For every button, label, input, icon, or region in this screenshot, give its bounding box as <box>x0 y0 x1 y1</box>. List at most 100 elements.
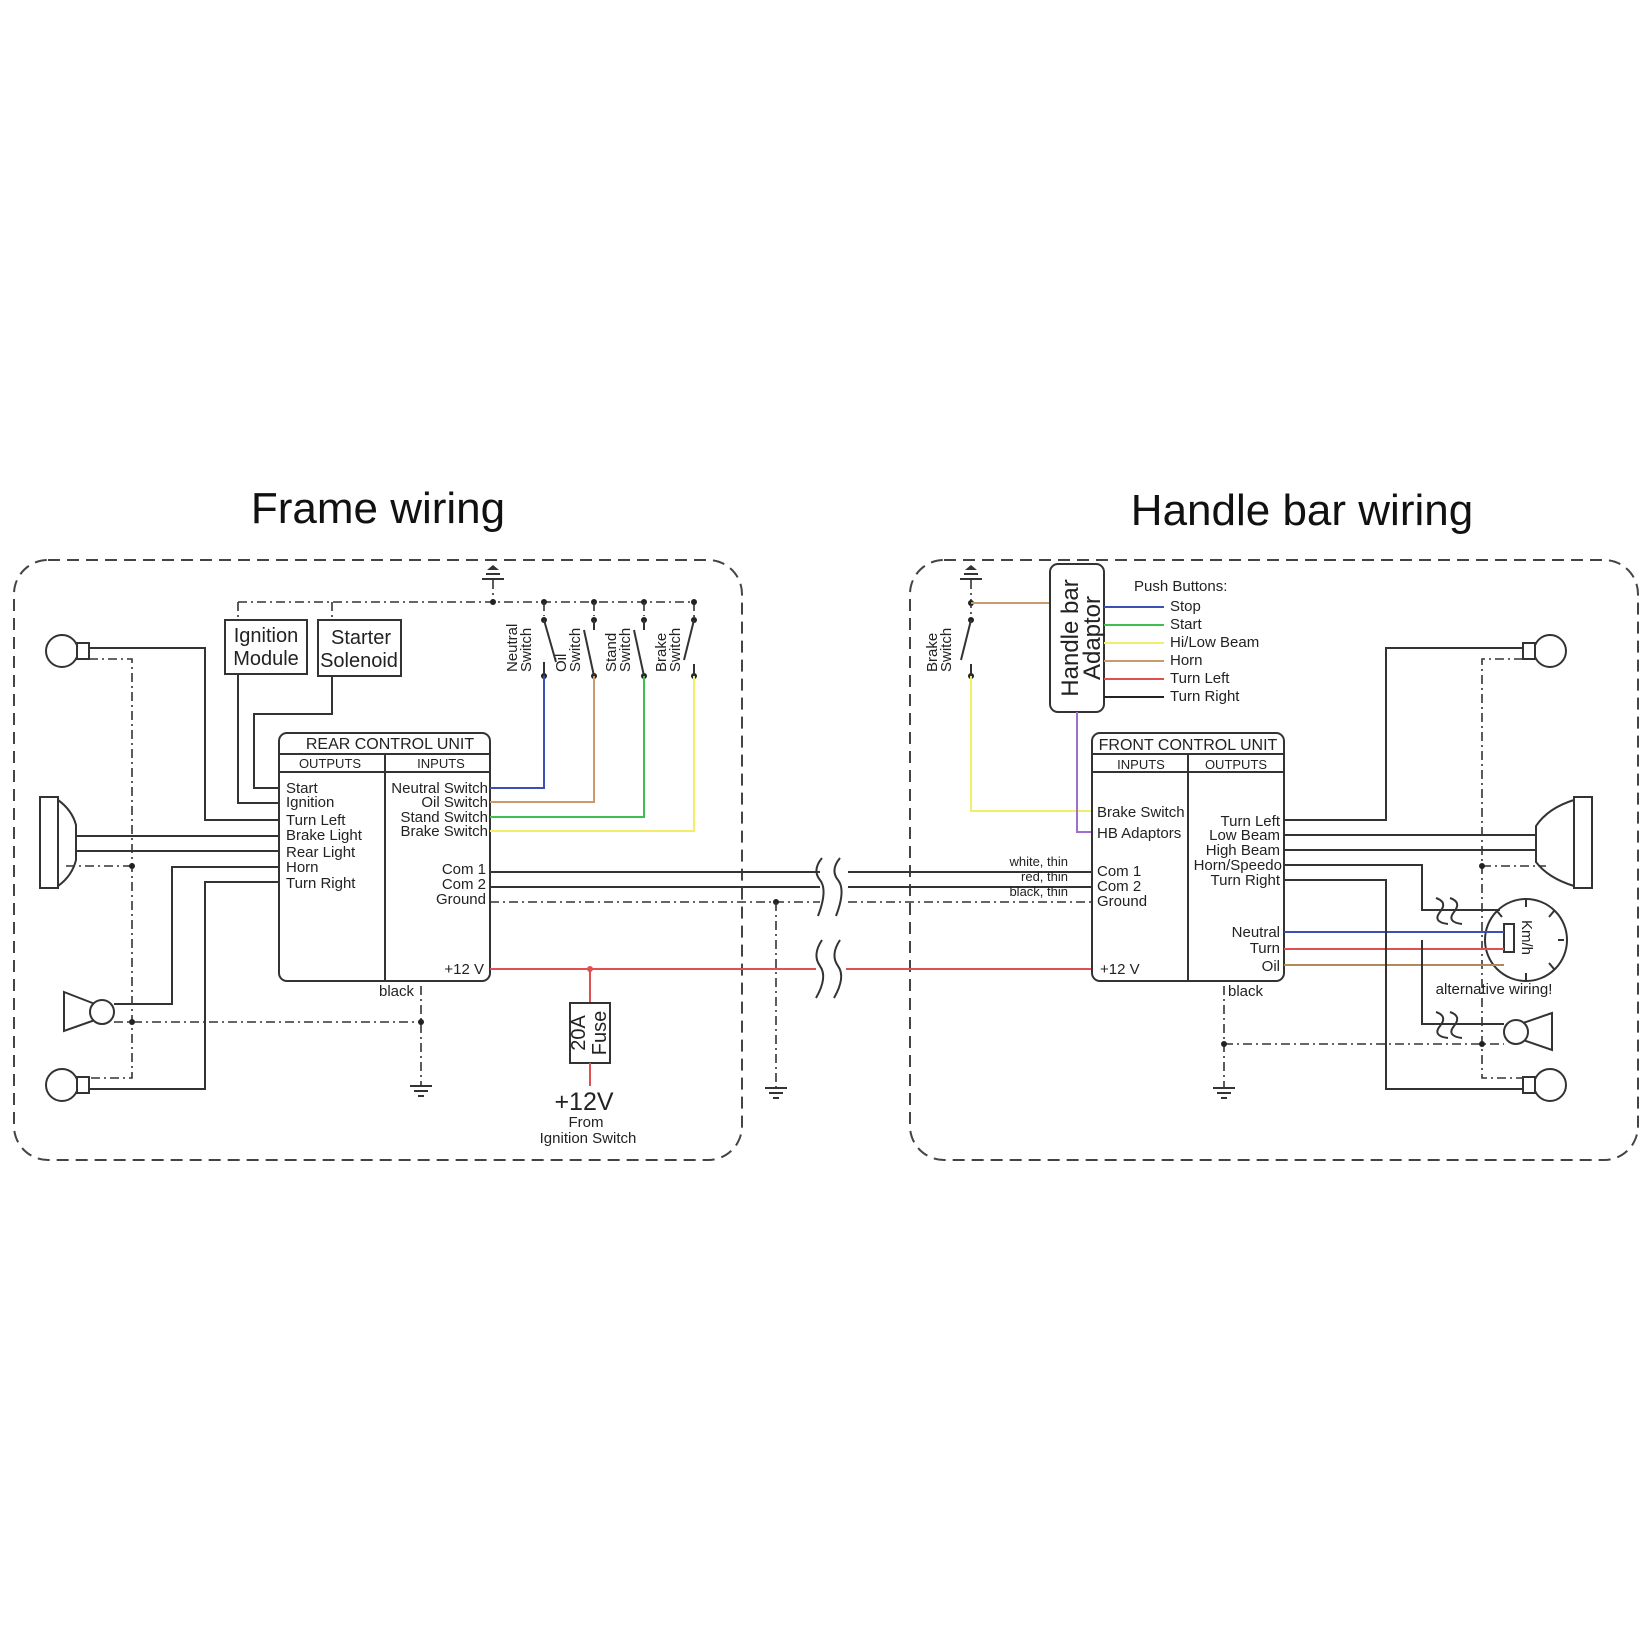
svg-text:Adaptor: Adaptor <box>1079 596 1106 680</box>
handlebar-brake-switch <box>960 617 974 679</box>
svg-text:Brake Switch: Brake Switch <box>400 823 488 840</box>
svg-text:Neutral: Neutral <box>504 624 521 672</box>
handlebar-ground-icon <box>960 565 982 580</box>
svg-text:+12 V: +12 V <box>1100 961 1140 978</box>
svg-text:Start: Start <box>286 780 319 797</box>
rear-unit-title: REAR CONTROL UNIT <box>306 736 475 753</box>
handlebar-brake-wire <box>970 676 1092 812</box>
brake-wire <box>490 676 695 832</box>
svg-text:Handle bar: Handle bar <box>1057 579 1084 696</box>
stand-wire <box>490 676 645 818</box>
front-outputs-header: OUTPUTS <box>1205 757 1267 772</box>
speedometer-gauge: Km/h <box>1484 898 1568 982</box>
stand-switch <box>633 617 647 679</box>
svg-text:Fuse: Fuse <box>589 1011 611 1055</box>
rear-turn-right-lamp <box>45 1068 90 1102</box>
adaptor-wire <box>1076 712 1092 833</box>
bus-wire-white: white, thin <box>1008 854 1068 869</box>
oil-switch <box>583 617 597 679</box>
svg-text:Switch: Switch <box>617 628 634 672</box>
svg-text:Ignition: Ignition <box>234 625 299 647</box>
svg-text:20A: 20A <box>568 1015 590 1051</box>
front-turn-left-lamp <box>1522 634 1567 668</box>
handlebar-wiring-title: Handle bar wiring <box>1131 486 1473 535</box>
svg-text:Module: Module <box>233 648 299 670</box>
svg-text:Switch: Switch <box>567 628 584 672</box>
front-ground-icon <box>1213 1087 1235 1099</box>
speedo-unit-label: Km/h <box>1518 920 1535 955</box>
tail-light <box>39 796 77 889</box>
rear-ground-label: black <box>379 983 415 1000</box>
rear-inputs-header: INPUTS <box>417 756 465 771</box>
svg-text:High Beam: High Beam <box>1206 842 1280 859</box>
front-horn <box>1503 1011 1553 1052</box>
fuse-20a: 20A Fuse <box>568 1002 611 1064</box>
bus-ground-icon <box>765 1087 787 1099</box>
svg-text:Oil: Oil <box>1262 958 1280 975</box>
svg-text:Com 1: Com 1 <box>442 861 486 878</box>
rear-outputs-header: OUTPUTS <box>299 756 361 771</box>
svg-text:Neutral: Neutral <box>1232 924 1280 941</box>
svg-text:Switch: Switch <box>518 628 535 672</box>
frame-wiring-title: Frame wiring <box>251 484 505 533</box>
bus-wire-red: red, thin <box>1021 869 1068 884</box>
frame-ground-rail <box>238 601 695 618</box>
svg-text:Ground: Ground <box>1097 893 1147 910</box>
svg-text:Turn Left: Turn Left <box>286 812 346 829</box>
svg-text:Solenoid: Solenoid <box>320 650 398 672</box>
supply-source-ignition: Ignition Switch <box>540 1130 637 1147</box>
svg-text:HB Adaptors: HB Adaptors <box>1097 825 1181 842</box>
svg-text:Turn Left: Turn Left <box>1221 813 1281 830</box>
push-button-start: Start <box>1170 616 1203 633</box>
svg-text:Turn Right: Turn Right <box>1211 872 1281 889</box>
alternative-wiring-note: alternative wiring! <box>1436 981 1553 998</box>
rear-ground-icon <box>410 1085 432 1097</box>
svg-text:Turn Right: Turn Right <box>286 875 356 892</box>
push-button-turn-left: Turn Left <box>1170 670 1230 687</box>
bus-wire-black: black, thin <box>1009 884 1068 899</box>
supply-voltage: +12V <box>554 1088 613 1116</box>
svg-text:Ground: Ground <box>436 891 486 908</box>
stand-switch-label: Stand Switch <box>603 628 634 672</box>
chassis-ground-icon <box>482 565 504 580</box>
front-inputs-header: INPUTS <box>1117 757 1165 772</box>
svg-text:Com 2: Com 2 <box>442 876 486 893</box>
bus-wires: white, thin red, thin black, thin <box>490 854 1092 1099</box>
push-buttons-title: Push Buttons: <box>1134 578 1227 595</box>
frame-wiring-border <box>13 559 743 1161</box>
neutral-switch <box>541 617 557 679</box>
svg-text:Oil: Oil <box>553 654 570 672</box>
headlight <box>1535 796 1593 889</box>
handlebar-wiring-section: Brake Switch Handle bar Adaptor Push But… <box>924 563 1593 1102</box>
svg-text:Com 1: Com 1 <box>1097 863 1141 880</box>
svg-text:Stand Switch: Stand Switch <box>400 809 488 826</box>
neutral-switch-label: Neutral Switch <box>504 624 535 672</box>
horn <box>63 990 115 1033</box>
handlebar-adaptor: Handle bar Adaptor <box>1049 563 1106 713</box>
svg-text:Switch: Switch <box>667 628 684 672</box>
svg-text:Brake Switch: Brake Switch <box>1097 804 1185 821</box>
rear-turn-left-lamp <box>45 634 90 668</box>
svg-text:Low Beam: Low Beam <box>1209 827 1280 844</box>
svg-text:Turn: Turn <box>1250 940 1280 957</box>
svg-text:Horn/Speedo: Horn/Speedo <box>1194 857 1282 874</box>
starter-solenoid: Starter Solenoid <box>317 619 402 677</box>
svg-text:Oil Switch: Oil Switch <box>421 794 488 811</box>
svg-text:Stand: Stand <box>603 633 620 672</box>
oil-switch-label: Oil Switch <box>553 628 584 672</box>
svg-text:Neutral Switch: Neutral Switch <box>391 780 488 797</box>
front-ground-label: black <box>1228 983 1264 1000</box>
frame-wiring-section: Neutral Switch Oil Switch Stand Switch B… <box>39 565 816 1147</box>
svg-text:Starter: Starter <box>331 627 391 649</box>
svg-text:Brake: Brake <box>653 633 670 672</box>
front-control-unit: FRONT CONTROL UNIT INPUTS OUTPUTS Brake … <box>1091 732 1285 982</box>
svg-text:Com 2: Com 2 <box>1097 878 1141 895</box>
oil-wire <box>490 676 595 803</box>
svg-text:Rear Light: Rear Light <box>286 844 356 861</box>
svg-text:Brake: Brake <box>924 633 941 672</box>
push-button-stop: Stop <box>1170 598 1201 615</box>
ignition-module: Ignition Module <box>224 619 308 675</box>
brake-switch <box>683 617 697 679</box>
handlebar-wiring-border <box>909 559 1639 1161</box>
